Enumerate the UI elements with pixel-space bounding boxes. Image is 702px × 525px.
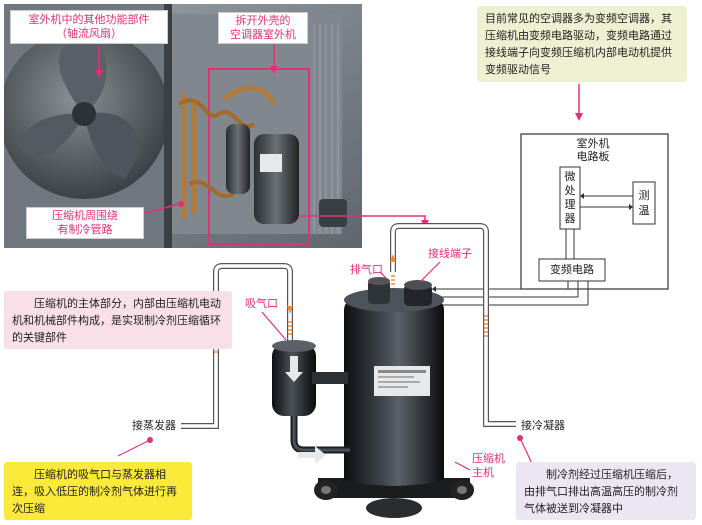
inverter-box [538, 258, 606, 282]
compressor-body-note-text: 压缩机的主体部分，内部由压缩机电动机和机械部件构成，是实现制冷剂压缩循环的关键部… [12, 297, 221, 344]
mcu-char-3: 理 [564, 198, 576, 211]
fan-label: 室外机中的其他功能部件 （轴流风扇） [10, 10, 168, 44]
terminal-leader [419, 261, 441, 283]
main-unit-label: 压缩机 主机 [472, 452, 505, 480]
note-arrow-head [575, 113, 583, 121]
pipes-label-line1: 压缩机周围绕 [52, 209, 118, 222]
temp-sensor-label: 测 温 [633, 188, 655, 218]
main-unit-line2: 主机 [472, 466, 494, 479]
main-unit-line1: 压缩机 [472, 452, 505, 465]
suction-port-label: 吸气口 [245, 297, 278, 310]
mcu-char-2: 处 [564, 184, 576, 197]
pipes-label: 压缩机周围绕 有制冷管路 [26, 207, 144, 239]
drive-head-1 [432, 286, 436, 292]
condenser-note-dot [517, 435, 523, 441]
suction-note-text: 压缩机的吸气口与蒸发器相连，吸入低压的制冷剂气体进行再次压缩 [12, 468, 177, 515]
terminal-label: 接线端子 [428, 247, 472, 260]
mcu-char-4: 器 [564, 212, 576, 225]
evaporator-label: 接蒸发器 [132, 419, 176, 432]
outdoor-unit-photo: 室外机中的其他功能部件 （轴流风扇） 拆开外壳的 空调器室外机 压缩机周围绕 有… [4, 4, 362, 248]
pipes-label-line2: 有制冷管路 [57, 223, 113, 236]
mcu-box [559, 166, 581, 230]
temp-char-2: 温 [638, 204, 650, 217]
condenser-label: 接冷凝器 [521, 419, 565, 432]
inverter-label: 变频电路 [550, 263, 594, 276]
suction-leader [261, 311, 287, 341]
evaporator-note-leader [117, 439, 151, 457]
evaporator-pipe-inner [181, 264, 292, 428]
mcu-to-temp-head [629, 204, 633, 210]
temp-to-mcu-head [580, 193, 584, 199]
inverter-note: 目前常见的空调器多为变频空调器，其压缩机由变频电路驱动，变频电路通过接线端子向变… [477, 6, 687, 82]
main-leader [454, 461, 471, 471]
mcu-char-1: 微 [564, 170, 576, 183]
circuit-board-title-line2: 电路板 [576, 150, 610, 163]
fan-label-line2: （轴流风扇） [56, 27, 122, 40]
condenser-flow-marks [391, 275, 488, 337]
unit-label-line2: 空调器室外机 [230, 28, 296, 41]
suction-note: 压缩机的吸气口与蒸发器相连，吸入低压的制冷剂气体进行再次压缩 [4, 462, 192, 520]
temp-sensor-box [632, 181, 656, 225]
unit-label-line1: 拆开外壳的 [235, 14, 291, 27]
exhaust-port-label: 排气口 [350, 263, 383, 276]
exhaust-leader [379, 271, 387, 279]
mcu-label: 微 处 理 器 [560, 170, 580, 226]
compressor-body-note: 压缩机的主体部分，内部由压缩机电动机和机械部件构成，是实现制冷剂压缩循环的关键部… [4, 291, 232, 349]
exhaust-flow-arrow [390, 254, 396, 262]
exhaust-note-text: 制冷剂经过压缩机压缩后，由排气口排出高温高压的制冷剂气体被送到冷凝器中 [524, 468, 678, 515]
condenser-pipe-inner [391, 224, 516, 426]
compressor [272, 277, 474, 518]
evaporator-note-dot [147, 437, 153, 443]
suction-flow-arrow [287, 306, 293, 314]
circuit-board-title: 室外机 电路板 [566, 137, 620, 163]
inverter-note-text: 目前常见的空调器多为变频空调器，其压缩机由变频电路驱动，变频电路通过接线端子向变… [485, 12, 672, 76]
circuit-board-title-line1: 室外机 [576, 137, 610, 150]
unit-label: 拆开外壳的 空调器室外机 [218, 12, 308, 44]
fan-label-line1: 室外机中的其他功能部件 [28, 13, 150, 26]
temp-char-1: 测 [638, 189, 650, 202]
exhaust-note: 制冷剂经过压缩机压缩后，由排气口排出高温高压的制冷剂气体被送到冷凝器中 [516, 462, 696, 520]
outdoor-unit-illustration [4, 4, 362, 248]
